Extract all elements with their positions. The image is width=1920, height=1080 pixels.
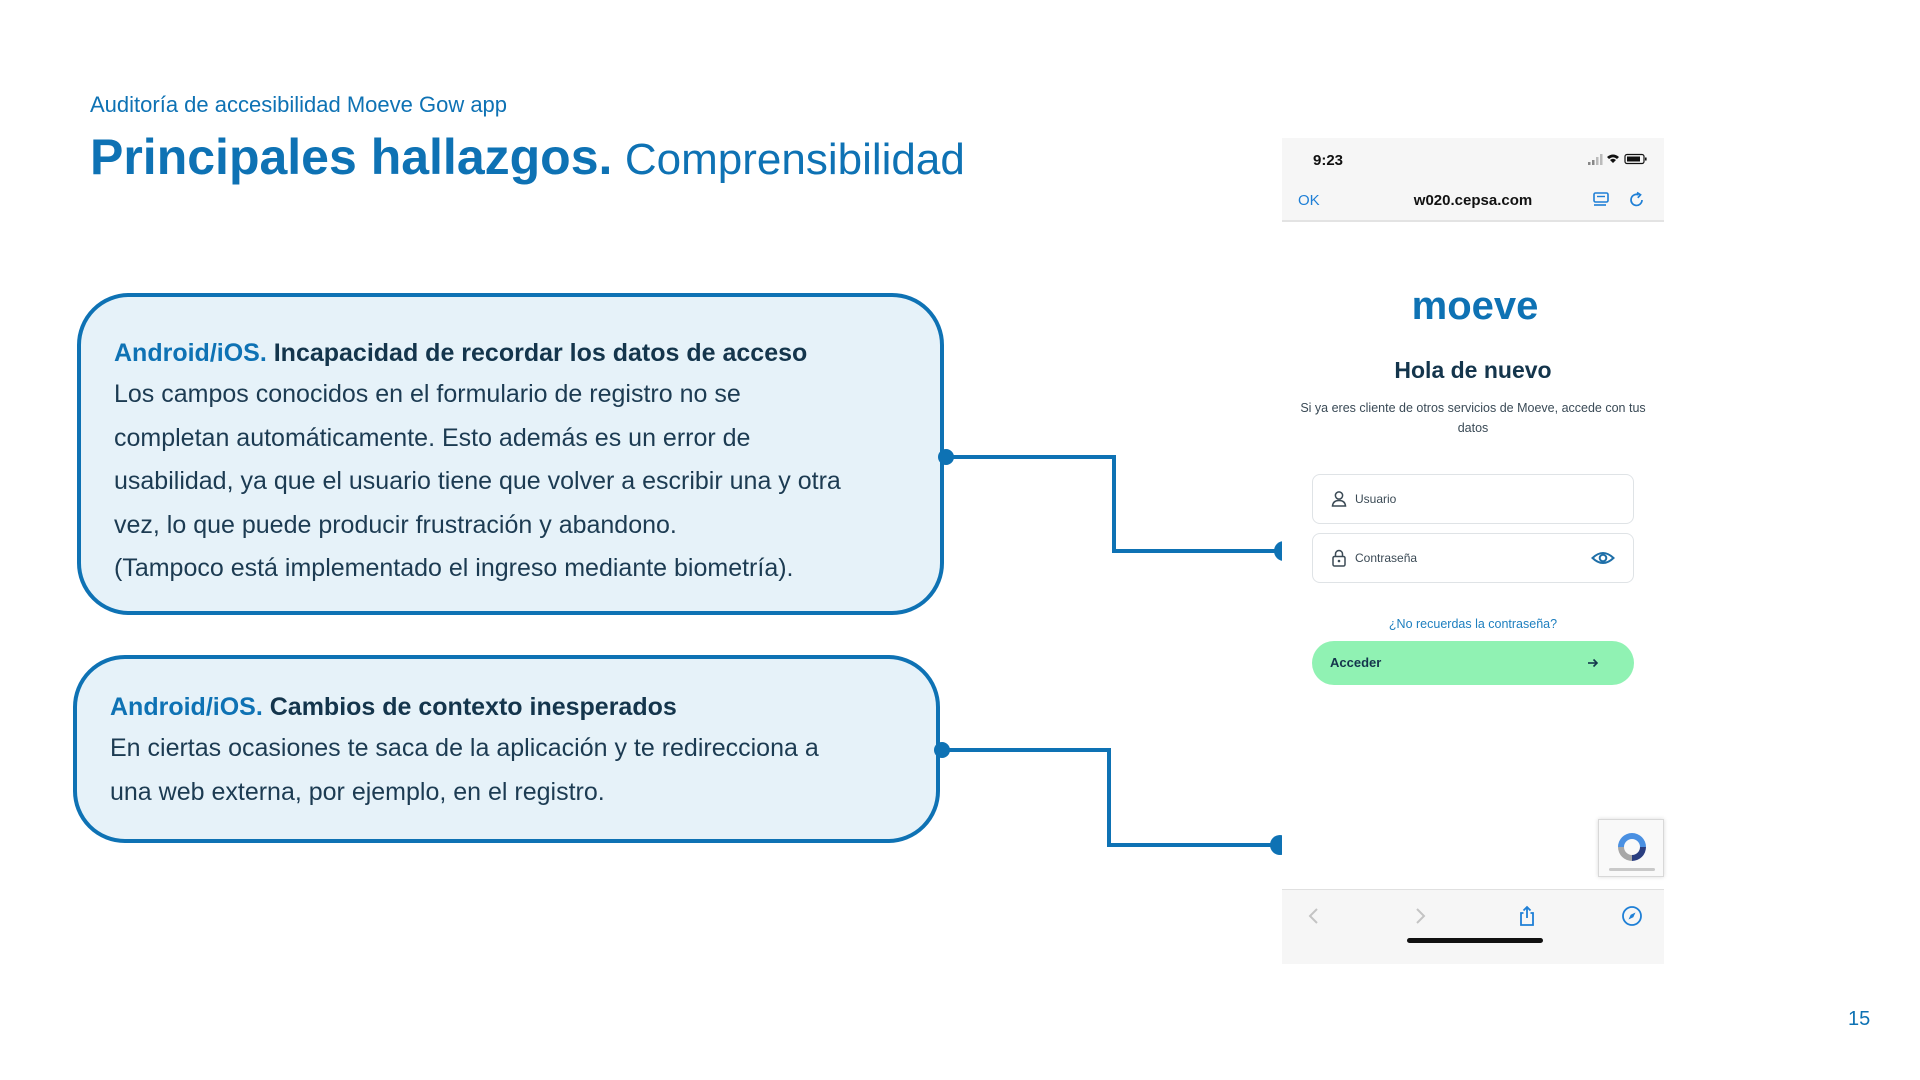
connector-context-change (934, 742, 1290, 855)
recaptcha-footer (1609, 868, 1655, 871)
status-bar: 9:23 (1282, 138, 1664, 180)
finding-title: Cambios de contexto inesperados (269, 693, 677, 721)
moeve-logo: moeve (1412, 285, 1539, 328)
login-button-label: Acceder (1330, 655, 1382, 670)
home-indicator (1407, 938, 1543, 943)
finding-description: En ciertas ocasiones te saca de la aplic… (110, 727, 906, 814)
finding-platform: Android/iOS. (114, 339, 267, 367)
finding-line: vez, lo que puede producir frustración y… (114, 510, 677, 539)
reader-mode-icon[interactable] (1592, 190, 1612, 210)
back-icon[interactable] (1302, 904, 1326, 928)
username-field[interactable] (1312, 474, 1634, 524)
done-button[interactable]: OK (1298, 192, 1320, 209)
phone-screenshot: 9:23 OK w020.cepsa.com moeve Hola de nue… (1282, 138, 1664, 964)
lock-icon (1332, 549, 1346, 567)
browser-url-bar: OK w020.cepsa.com (1282, 180, 1664, 222)
recaptcha-badge[interactable] (1598, 819, 1664, 877)
svg-text:moeve: moeve (1412, 285, 1539, 328)
finding-line: Los campos conocidos en el formulario de… (114, 380, 741, 408)
arrow-right-icon (1588, 658, 1599, 668)
finding-description: Los campos conocidos en el formulario de… (114, 373, 910, 591)
status-time: 9:23 (1313, 152, 1344, 169)
page-number: 15 (1848, 1008, 1871, 1030)
reload-icon[interactable] (1627, 190, 1647, 210)
browser-toolbar (1282, 889, 1664, 964)
username-input[interactable] (1355, 485, 1575, 513)
finding-heading: Android/iOS. Cambios de contexto inesper… (110, 687, 906, 727)
finding-platform: Android/iOS. (110, 693, 263, 721)
finding-line: una web externa, por ejemplo, en el regi… (110, 777, 605, 806)
forward-icon[interactable] (1408, 904, 1432, 928)
finding-title: Incapacidad de recordar los datos de acc… (273, 339, 808, 367)
show-password-icon[interactable] (1591, 549, 1615, 567)
password-input[interactable] (1355, 544, 1575, 572)
share-icon[interactable] (1515, 904, 1539, 928)
finding-line: usabilidad, ya que el usuario tiene que … (114, 467, 841, 495)
finding-line: completan automáticamente. Esto además e… (114, 423, 751, 452)
password-field[interactable] (1312, 533, 1634, 583)
slide-title-bold: Principales hallazgos. (90, 129, 613, 185)
compass-icon[interactable] (1620, 904, 1644, 928)
presentation-subtitle: Auditoría de accesibilidad Moeve Gow app (90, 92, 508, 117)
url-text[interactable]: w020.cepsa.com (1413, 192, 1533, 209)
slide-title-section: Comprensibilidad (624, 135, 965, 184)
status-icons (1588, 153, 1647, 165)
slide-title: Principales hallazgos. Comprensibilidad (90, 128, 965, 186)
recaptcha-icon (1618, 833, 1646, 861)
user-icon (1331, 491, 1347, 507)
finding-line: En ciertas ocasiones te saca de la aplic… (110, 734, 819, 762)
finding-heading: Android/iOS. Incapacidad de recordar los… (114, 333, 910, 373)
login-subtitle: Si ya eres cliente de otros servicios de… (1300, 401, 1646, 435)
forgot-password-link[interactable]: ¿No recuerdas la contraseña? (1388, 617, 1558, 631)
finding-line: (Tampoco está implementado el ingreso me… (114, 554, 794, 582)
login-button[interactable]: Acceder (1312, 641, 1634, 685)
connector-autofill (938, 449, 1294, 561)
login-heading: Hola de nuevo (1394, 357, 1552, 383)
